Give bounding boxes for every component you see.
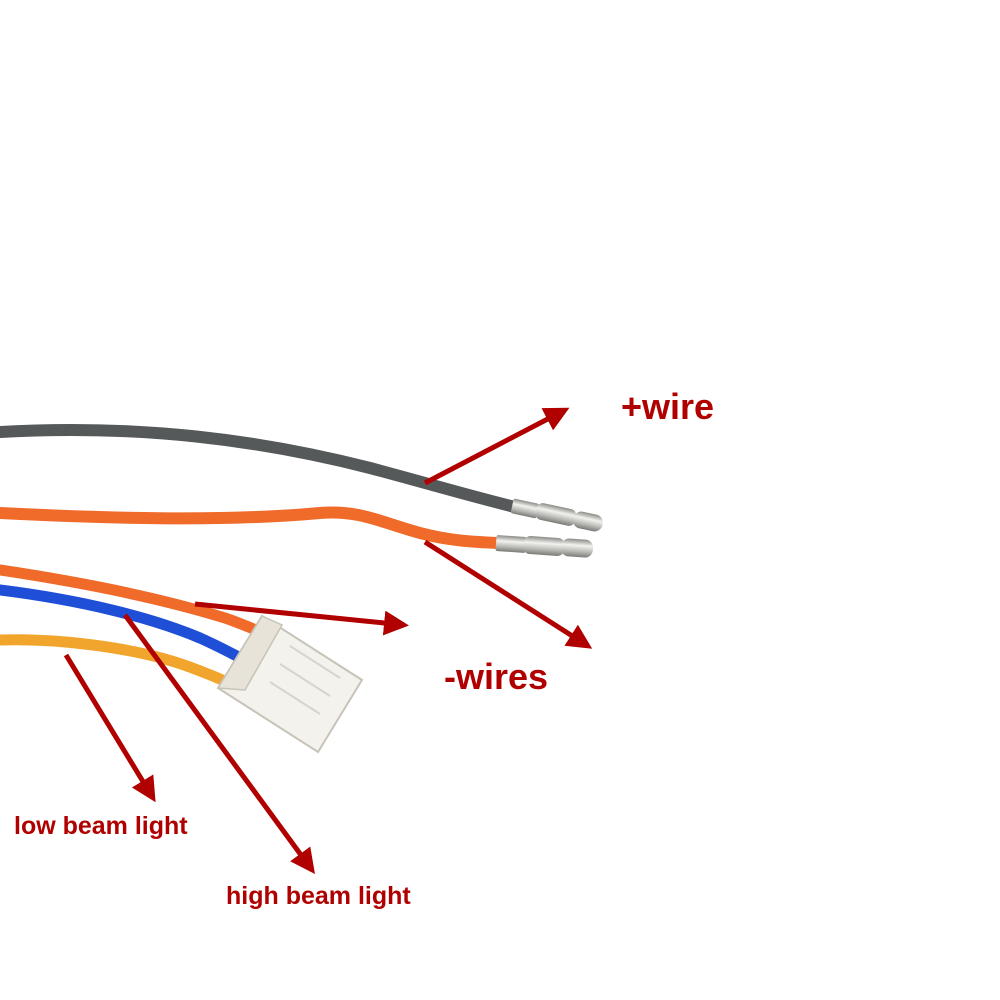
yellow-wire bbox=[0, 634, 238, 690]
arrow-negative-wire-terminal bbox=[423, 539, 593, 649]
orange-wire-terminal-lead bbox=[0, 506, 504, 549]
low-beam-label: low beam light bbox=[14, 812, 188, 840]
positive-wire-label: +wire bbox=[621, 386, 715, 427]
grey-wire-terminal bbox=[510, 498, 603, 532]
high-beam-label: high beam light bbox=[226, 882, 411, 910]
arrow-low-beam bbox=[63, 653, 156, 803]
arrow-negative-wire-connector bbox=[194, 601, 409, 636]
orange-wire-connector-lead bbox=[0, 564, 268, 638]
arrow-high-beam bbox=[122, 613, 315, 875]
grey-wire bbox=[0, 423, 521, 513]
negative-wires-label: -wires bbox=[444, 656, 549, 697]
arrow-positive-wire bbox=[423, 407, 570, 486]
plug-connector bbox=[216, 614, 364, 754]
blue-wire bbox=[0, 584, 254, 668]
orange-wire-terminal bbox=[495, 535, 594, 558]
